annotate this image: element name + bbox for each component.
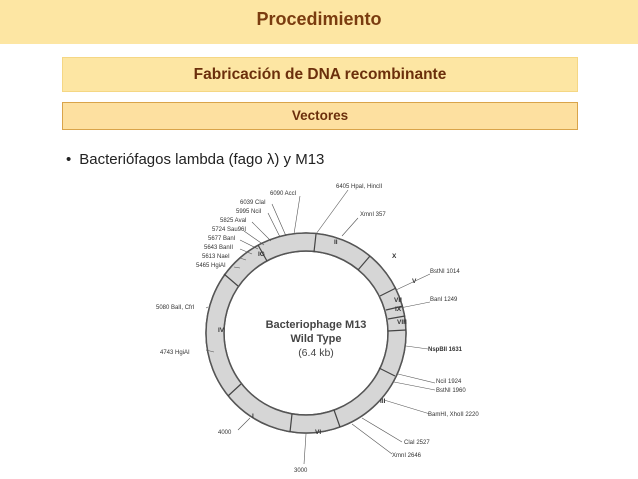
site-label-bamhi: BamHI, XhoII 2220 [428,412,479,418]
site-label-clai-2527: ClaI 2527 [404,440,430,446]
gene-label-iv: IV [218,327,225,334]
header-bar: Procedimiento [0,0,638,44]
site-label-nspbii: NspBII 1631 [428,347,463,353]
site-label-acci: 6090 AccI [270,191,297,197]
site-label-clai: 6039 ClaI [240,200,266,206]
scale-label-4000: 4000 [218,430,232,436]
scale-label-3000: 3000 [294,468,308,474]
section-title: Fabricación de DNA recombinante [193,66,447,83]
site-label-xmni-2646: XmnI 2646 [392,453,422,459]
site-label-ncii-1924: NciI 1924 [436,379,462,385]
section-subtitle-box: Vectores [62,102,578,130]
site-label-bani-1249: BanI 1249 [430,297,458,303]
gene-label-vii: VII [394,297,402,304]
bullet-text: Bacteriófagos lambda (fago λ) y M13 [79,151,325,168]
gene-label-i: I [252,413,254,420]
m13-plasmid-map: II X V VII IX VIII III VI I IV IG Bacter… [156,184,479,474]
gene-label-ig: IG [258,251,265,258]
center-subtitle: Wild Type [290,333,341,345]
site-label-ncii: 5995 NciI [236,209,262,215]
center-size: (6.4 kb) [298,347,334,359]
site-leaders [205,189,436,465]
site-label-banii: 5643 BanII [204,245,233,251]
site-label-naei: 5613 NaeI [202,254,230,260]
page-title: Procedimiento [256,9,382,29]
center-title: Bacteriophage M13 [266,319,367,331]
gene-label-x: X [392,253,397,260]
site-label-bani: 5677 BanI [208,236,236,242]
section-subtitle: Vectores [291,108,349,123]
bullet-item: • Bacteriófagos lambda (fago λ) y M13 [66,151,324,168]
gene-label-ix: IX [395,306,402,313]
site-label-hgiai-4743: 4743 HgiAI [160,350,190,356]
gene-label-vi: VI [315,429,321,436]
site-label-bstni-1014: BstNI 1014 [430,269,460,275]
gene-label-iii: III [380,398,386,405]
bullet-marker: • [66,151,72,168]
site-label-hpai: 6405 HpaI, HincII [336,184,383,190]
gene-label-ii: II [334,239,338,246]
site-label-avai: 5825 AvaI [220,218,247,224]
site-label-bali: 5080 BalI, CfrI [156,305,195,311]
gene-boundaries [223,233,407,433]
section-title-box: Fabricación de DNA recombinante [62,57,578,92]
site-label-sau96i: 5724 Sau96I [212,227,246,233]
site-label-hgiai: 5465 HgiAI [196,263,226,269]
site-label-xmni-357: XmnI 357 [360,212,386,218]
gene-label-viii: VIII [397,319,407,326]
site-label-bstni-1960: BstNI 1960 [436,388,466,394]
